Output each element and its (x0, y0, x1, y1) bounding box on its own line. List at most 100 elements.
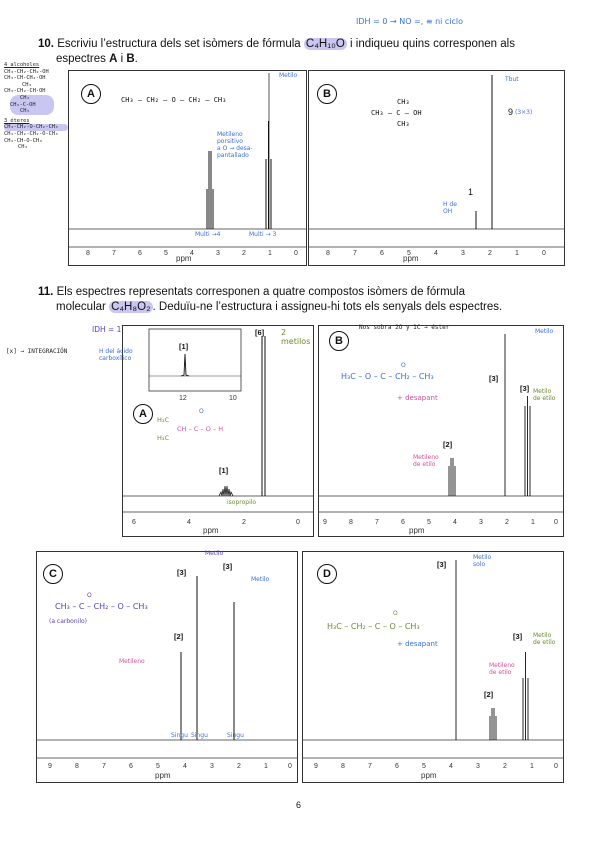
q10-text-a: Escriviu l’estructura dels set isòmers d… (57, 38, 301, 50)
svg-text:3: 3 (479, 519, 483, 526)
svg-text:5: 5 (427, 519, 431, 526)
alcohol-4: CH₃-C-OH (10, 101, 36, 108)
svg-text:4: 4 (449, 763, 453, 770)
svg-text:1: 1 (515, 250, 519, 257)
note-carbonilo: (a carbonilo) (49, 618, 87, 625)
spectrum-11a: 12 10 6 4 2 0 ppm [1] H del ácido carbox… (99, 325, 314, 537)
idh-note-q11: IDH = 1 (92, 325, 122, 334)
struct-h3c-top: H₃C (157, 416, 170, 424)
note-ester: Nos sobra 2O y 1C → éster (359, 324, 450, 331)
x-ticks-10b: 8 7 6 5 4 3 2 1 0 ppm (326, 250, 546, 263)
svg-text:ppm: ppm (176, 254, 192, 263)
note-isopropyl: isopropilo (227, 499, 257, 506)
note-desap-11b: + desapant (397, 394, 438, 402)
spectrum-11c-plot: 9 8 7 6 5 4 3 2 1 0 ppm (37, 576, 297, 780)
integration-3-11d-a: [3] (437, 560, 447, 569)
spectrum-label-a: A (81, 84, 101, 104)
note-metileno-11d: Metileno de etilo (489, 662, 515, 676)
structure-10b-mid: CH₃ – C – OH (371, 109, 422, 117)
svg-text:6: 6 (395, 763, 399, 770)
margin-notes-isomers: 4 alcoholes CH₃-CH₂-CH₂-OH CH₃-CH-CH₂-OH… (4, 62, 68, 151)
note-2methyl: 2 metilos (281, 328, 311, 346)
alcohol-4-highlight: CH₃ CH₃-C-OH CH₃ (10, 94, 54, 115)
spectrum-label-11a: A (133, 404, 153, 424)
q11-text-line2a: molecular (56, 301, 106, 313)
note-tbut: Tbut (505, 76, 519, 83)
svg-text:7: 7 (375, 519, 379, 526)
integration-3-11d-b: [3] (513, 632, 523, 641)
note-metilo-etilo-11b: Metilo de etilo (533, 388, 556, 402)
svg-text:6: 6 (401, 519, 405, 526)
spectrum-label-b: B (317, 84, 337, 104)
note-metilo-solo: Metilo solo (473, 554, 492, 568)
struct-o-11c: O (87, 592, 92, 599)
inset-tick-12: 12 (179, 395, 187, 402)
alcohol-2-sub: CH₃ (22, 81, 32, 88)
svg-text:9: 9 (48, 763, 52, 770)
note-mult-4: Multi →4 (195, 231, 221, 238)
integration-2-11b: [2] (443, 440, 453, 449)
note-methylene: Metileno porsitivo a O → desa- pantallad… (217, 131, 253, 159)
svg-text:7: 7 (368, 763, 372, 770)
structure-11b: H₃C – O – C – CH₂ – CH₃ (341, 372, 434, 381)
integration-note: [x] → INTEGRACIÓN (6, 348, 68, 355)
svg-text:1: 1 (530, 763, 534, 770)
svg-text:ppm: ppm (421, 771, 437, 780)
svg-text:0: 0 (294, 250, 298, 257)
svg-text:0: 0 (554, 763, 558, 770)
spectrum-label-11c: C (43, 564, 63, 584)
idh-note-q10: IDH = 0 → NO =, ≡ ni ciclo (356, 17, 464, 26)
svg-text:2: 2 (503, 763, 507, 770)
svg-text:3: 3 (210, 763, 214, 770)
bold-a: A (109, 53, 118, 65)
svg-text:4: 4 (187, 519, 191, 526)
svg-text:1: 1 (268, 250, 272, 257)
structure-11a: H₃C CH – C – O – H H₃C (157, 416, 223, 443)
svg-text:8: 8 (326, 250, 330, 257)
struct-h3c-bot: H₃C (157, 434, 170, 442)
svg-text:6: 6 (129, 763, 133, 770)
structure-10b: CH₃ CH₃ – C – OH CH₃ (371, 97, 422, 130)
spectrum-label-11d: D (317, 564, 337, 584)
svg-text:6: 6 (132, 519, 136, 526)
struct-o-11a: O (199, 408, 204, 415)
x-ticks-10a: 8 7 6 5 4 3 2 1 0 ppm (86, 250, 298, 263)
spectrum-11b: 9 8 7 6 5 4 3 2 1 0 ppm B Nos sobra 2O y… (318, 324, 564, 537)
integration-3-11b-b: [3] (520, 384, 530, 393)
note-metilo-right-11c: Metilo (251, 576, 270, 583)
note-singlet-1: Singu (171, 732, 188, 739)
integration-1: 1 (468, 187, 474, 197)
svg-text:2: 2 (237, 763, 241, 770)
struct-ch: CH – C – O – H (177, 425, 224, 433)
q10-text-c: espectres (56, 53, 106, 65)
spectrum-label-11b: B (329, 331, 349, 351)
integration-6: [6] (255, 328, 265, 337)
svg-text:0: 0 (554, 519, 558, 526)
note-metilo-etilo-11d: Metilo de etilo (533, 632, 556, 646)
alcohol-3: CH₃-CH₂-CH-OH (4, 88, 46, 95)
svg-text:2: 2 (505, 519, 509, 526)
integration-3-11c-a: [3] (177, 568, 187, 577)
integration-9-note: (3×3) (515, 109, 533, 116)
svg-text:4: 4 (434, 250, 438, 257)
ether-3-sub: CH₃ (18, 144, 28, 151)
svg-text:0: 0 (296, 519, 300, 526)
ethers-title: 3 éteres (4, 117, 30, 124)
formula-highlight: C₄H₁₀O (303, 38, 347, 50)
svg-text:5: 5 (407, 250, 411, 257)
inset-integration: [1] (179, 342, 189, 351)
integration-2-11c: [2] (174, 632, 184, 641)
spectrum-11d-plot: 9 8 7 6 5 4 3 2 1 0 ppm (303, 560, 563, 780)
svg-text:1: 1 (531, 519, 535, 526)
spectrum-10a-plot: 8 7 6 5 4 3 2 1 0 ppm (69, 73, 306, 263)
note-metileno-11b: Metileno de etilo (413, 454, 439, 468)
structure-10b-top: CH₃ (397, 98, 410, 106)
svg-text:7: 7 (112, 250, 116, 257)
structure-10a: CH₃ – CH₂ – O – CH₂ – CH₃ (121, 96, 227, 104)
x-ticks-11d: 9 8 7 6 5 4 3 2 1 0 ppm (314, 763, 558, 780)
svg-text:6: 6 (138, 250, 142, 257)
spectrum-10a: 8 7 6 5 4 3 2 1 0 ppm A CH₃ – CH₂ – O – … (68, 70, 307, 266)
svg-text:3: 3 (461, 250, 465, 257)
svg-text:4: 4 (183, 763, 187, 770)
alcohol-4-top: CH₃ (20, 94, 30, 101)
